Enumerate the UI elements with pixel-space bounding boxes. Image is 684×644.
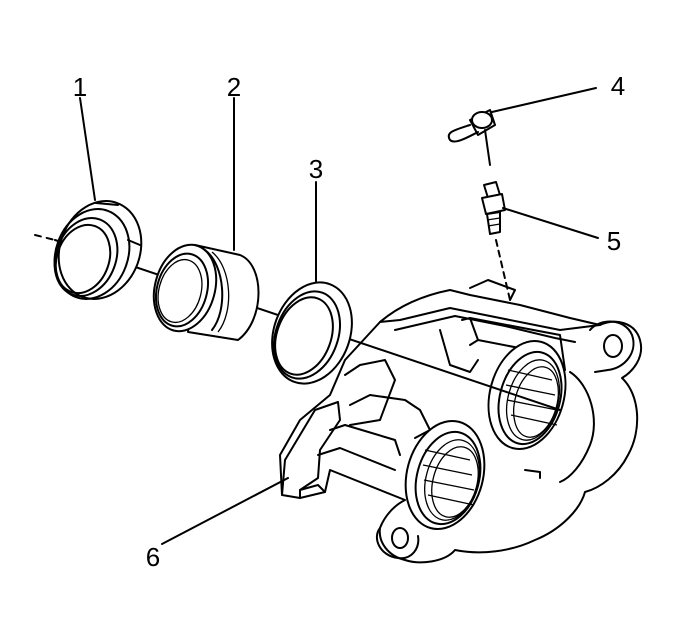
bleeder-cap xyxy=(447,109,496,166)
piston-seal xyxy=(271,281,353,385)
callout-6: 6 xyxy=(146,542,160,572)
callout-4: 4 xyxy=(611,71,625,101)
bleeder-valve xyxy=(481,181,511,301)
callout-1: 1 xyxy=(73,72,87,102)
dust-boot xyxy=(53,200,143,300)
caliper-housing xyxy=(279,279,643,564)
piston xyxy=(152,243,260,341)
callout-2: 2 xyxy=(227,72,241,102)
callout-labels: 1 2 3 4 5 6 xyxy=(73,71,625,572)
callout-5: 5 xyxy=(607,226,621,256)
leader-lines xyxy=(79,87,599,545)
callout-3: 3 xyxy=(309,154,323,184)
